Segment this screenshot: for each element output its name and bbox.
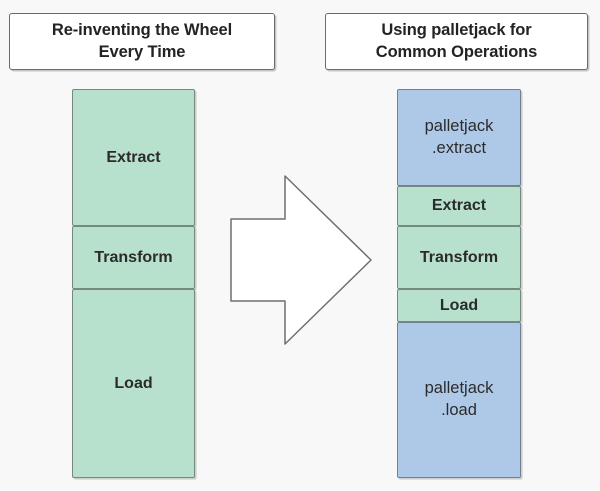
right-block-palletjack-extract: palletjack .extract	[397, 89, 521, 186]
left-process-stack: Extract Transform Load	[72, 89, 195, 478]
right-block-extract: Extract	[397, 186, 521, 226]
right-process-stack: palletjack .extract Extract Transform Lo…	[397, 89, 521, 478]
left-block-transform: Transform	[72, 226, 195, 289]
right-block-transform: Transform	[397, 226, 521, 289]
left-block-extract: Extract	[72, 89, 195, 226]
right-arrow-icon	[228, 172, 374, 348]
right-block-extract-label: Extract	[431, 197, 487, 214]
right-block-palletjack-extract-label-line2: .extract	[431, 138, 487, 157]
right-panel-title-line2: Common Operations	[375, 42, 538, 61]
right-block-load-label: Load	[439, 296, 479, 314]
right-block-palletjack-load: palletjack .load	[397, 322, 521, 478]
left-block-transform-label: Transform	[94, 248, 173, 266]
right-block-palletjack-load-label-line1: palletjack	[424, 379, 494, 398]
right-block-palletjack-load-label-line2: .load	[441, 401, 477, 419]
right-panel-title-line1: Using palletjack for	[381, 21, 532, 40]
left-block-load-label: Load	[114, 374, 153, 392]
left-block-load: Load	[72, 289, 195, 478]
right-block-palletjack-extract-label-line1: palletjack	[424, 116, 494, 135]
left-panel-title-line1: Re-inventing the Wheel	[51, 21, 233, 40]
left-block-extract-label: Extract	[106, 148, 161, 166]
right-block-load: Load	[397, 289, 521, 322]
left-panel-title: Re-inventing the Wheel Every Time	[9, 13, 275, 70]
right-panel-title: Using palletjack for Common Operations	[325, 13, 588, 70]
right-block-transform-label: Transform	[419, 248, 499, 266]
left-panel-title-line2: Every Time	[98, 42, 186, 61]
